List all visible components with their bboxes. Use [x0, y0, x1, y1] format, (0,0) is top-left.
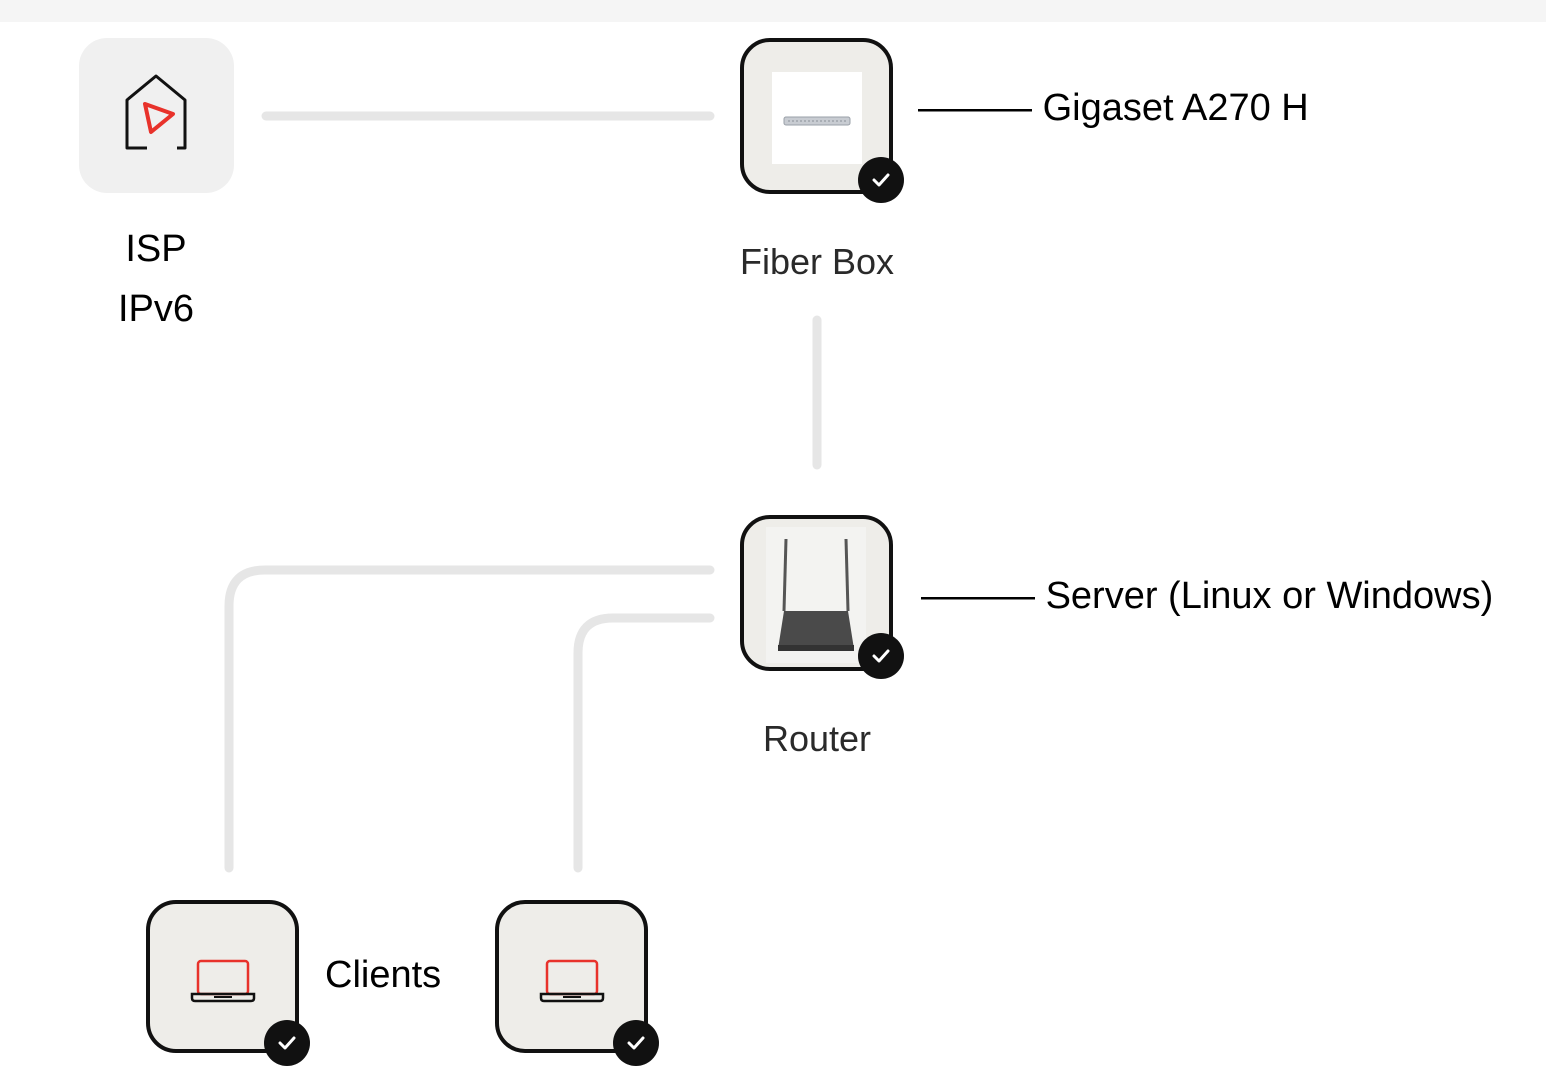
isp-node[interactable] — [79, 38, 234, 193]
router-node[interactable] — [740, 515, 893, 671]
top-bar — [0, 0, 1546, 22]
isp-label: ISP — [125, 228, 187, 270]
router-server-text: Server (Linux or Windows) — [1045, 575, 1494, 617]
annotation-dash: ——— — [921, 575, 1035, 617]
router-status-check-icon — [858, 633, 904, 679]
router-caption: Router — [762, 718, 872, 759]
link-router-client-1 — [224, 565, 715, 873]
clients-annotation: Clients — [325, 954, 442, 996]
laptop-icon — [190, 959, 256, 1003]
link-router-client-2 — [573, 613, 715, 873]
client-status-check-icon — [264, 1020, 310, 1066]
annotation-dash: ——— — [918, 87, 1032, 129]
laptop-icon — [539, 959, 605, 1003]
fiber-box-caption: Fiber Box — [739, 241, 895, 282]
router-device-icon — [766, 527, 866, 663]
router-annotation: ——— Server (Linux or Windows) — [921, 575, 1493, 618]
client-status-check-icon — [613, 1020, 659, 1066]
fiber-box-model-text: Gigaset A270 H — [1042, 87, 1309, 129]
fiber-box-status-check-icon — [858, 157, 904, 203]
fiber-box-annotation: ——— Gigaset A270 H — [918, 87, 1309, 130]
isp-protocol-label: IPv6 — [117, 288, 195, 330]
home-play-icon — [125, 74, 187, 150]
fiber-box-device-icon — [772, 72, 862, 164]
